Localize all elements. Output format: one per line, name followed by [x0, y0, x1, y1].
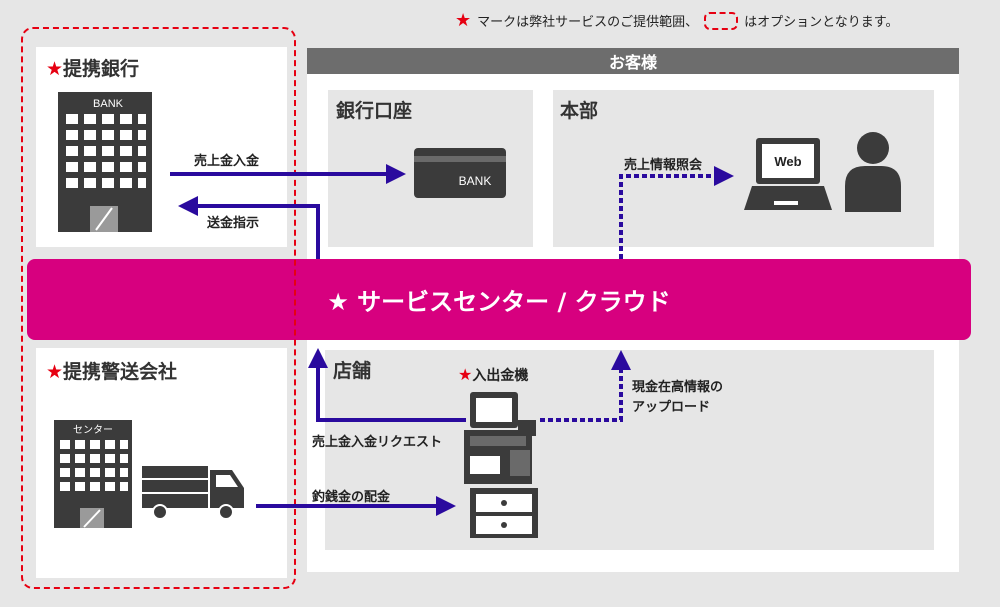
- service-center-band: ★ サービスセンター / クラウド: [27, 259, 971, 340]
- label-cash-upload-2: アップロード: [632, 400, 711, 415]
- store-title: 店舗: [333, 360, 372, 382]
- customer-title: お客様: [307, 48, 959, 74]
- bank-building-label: BANK: [93, 98, 124, 110]
- label-sales-inquiry: 売上情報照会: [624, 158, 703, 173]
- deposit-machine-title: ★入出金機: [458, 365, 529, 384]
- person-icon: [845, 132, 901, 212]
- legend-dashed-box-icon: [704, 11, 739, 30]
- arrow-sales-inquiry: [619, 166, 734, 259]
- label-change-delivery: 釣銭金の配金: [312, 490, 391, 505]
- headquarters-title: 本部: [560, 100, 599, 122]
- guard-partner-title: ★提携警送会社: [46, 361, 178, 383]
- bank-partner-star-icon: ★: [46, 58, 64, 80]
- bank-partner-title: ★提携銀行: [46, 58, 140, 80]
- store-box: [325, 350, 934, 550]
- legend-text-after: はオプションとなります。: [744, 15, 899, 30]
- arrow-transfer-instruction: [178, 196, 320, 259]
- label-cash-upload-1: 現金在高情報の: [632, 380, 724, 395]
- label-transfer-instruction: 送金指示: [207, 216, 260, 231]
- guard-center-building-label: センター: [73, 424, 113, 436]
- label-sales-deposit-request: 売上金入金リクエスト: [312, 435, 443, 450]
- legend-text-before: マークは弊社サービスのご提供範囲、: [477, 15, 699, 30]
- legend-star-icon: ★: [455, 10, 472, 31]
- bank-account-title: 銀行口座: [336, 100, 413, 122]
- guard-partner-star-icon: ★: [46, 361, 64, 383]
- deposit-machine-icon: [464, 392, 538, 538]
- arrow-cash-upload: [540, 350, 631, 422]
- arrow-sales-deposit-request: [308, 348, 466, 422]
- laptop-icon: [744, 138, 832, 210]
- guard-center-building-icon: [54, 420, 132, 528]
- laptop-screen-label: Web: [774, 154, 801, 169]
- deposit-machine-star-icon: ★: [458, 365, 473, 384]
- legend: ★ マークは弊社サービスのご提供範囲、 はオプションとなります。: [455, 10, 898, 31]
- bank-card-icon: [414, 148, 506, 198]
- truck-icon: [142, 466, 244, 520]
- bank-building-icon: [58, 92, 152, 232]
- option-dashed-frame: [21, 27, 296, 589]
- bank-card-label: BANK: [459, 174, 492, 188]
- label-sales-deposit: 売上金入金: [194, 154, 260, 169]
